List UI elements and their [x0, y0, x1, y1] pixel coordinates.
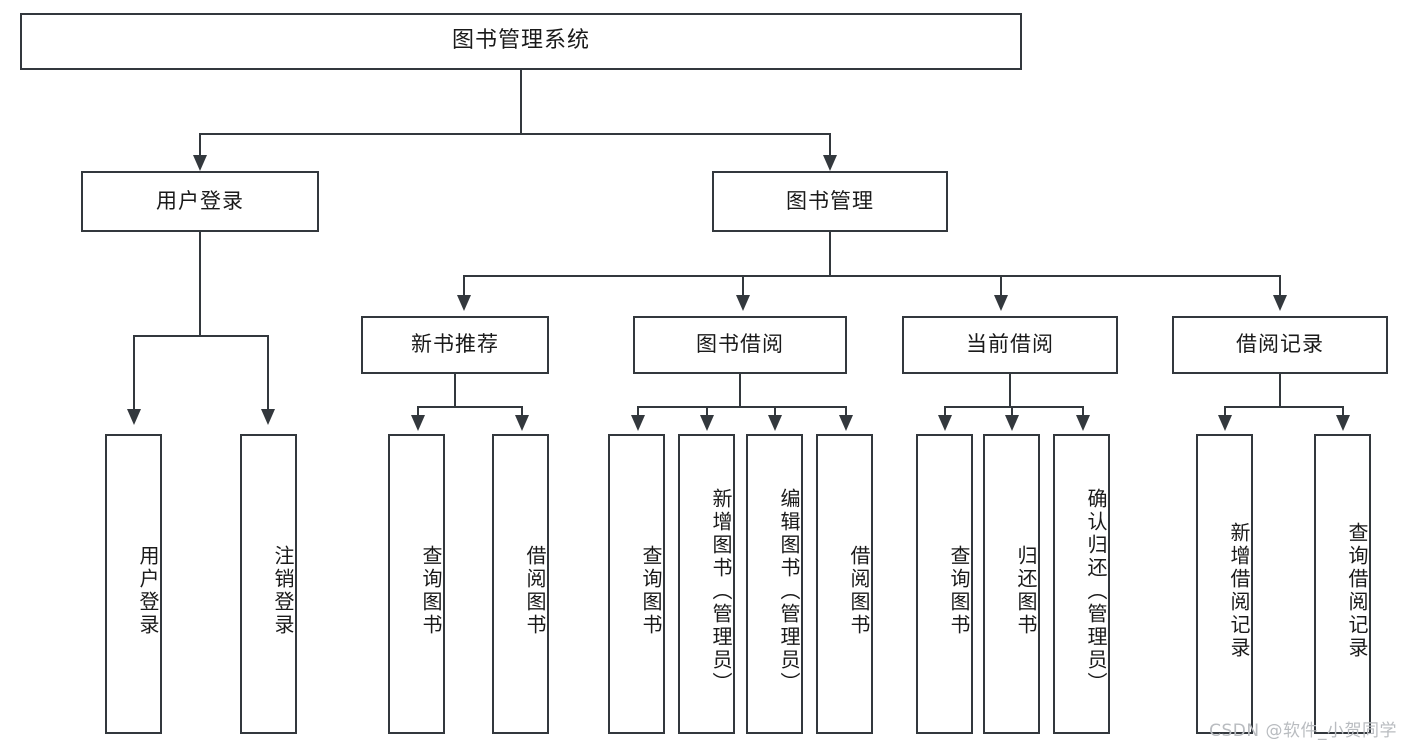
leaf-br-query-record[interactable]: 查询借阅记录	[1314, 434, 1371, 734]
node-label: 确认归还（管理员）	[1084, 487, 1108, 695]
connector-nbr-stem	[454, 374, 456, 407]
leaf-nbr-borrow-book[interactable]: 借阅图书	[492, 434, 549, 734]
node-label: 借阅记录	[1236, 332, 1324, 357]
arrowhead-cb-3	[1076, 415, 1090, 431]
connector-root-bus	[199, 133, 830, 135]
node-label: 查询图书	[639, 545, 663, 637]
leaf-cb-query-book[interactable]: 查询图书	[916, 434, 973, 734]
arrowhead-br-1	[1218, 415, 1232, 431]
connector-bb-bus	[637, 406, 845, 408]
connector-bm-drop-4	[1279, 275, 1281, 297]
connector-bb-drop-1	[637, 406, 639, 418]
node-label: 用户登录	[156, 188, 244, 213]
connector-bm-drop-1	[463, 275, 465, 297]
connector-bb-stem	[739, 374, 741, 407]
node-label: 查询借阅记录	[1345, 522, 1369, 660]
node-user-login[interactable]: 用户登录	[81, 171, 319, 232]
connector-user-login-drop-1	[133, 335, 135, 411]
connector-br-bus	[1224, 406, 1342, 408]
connector-user-login-bus	[133, 335, 267, 337]
arrowhead-nbr-2	[515, 415, 529, 431]
arrowhead-user-login-2	[261, 409, 275, 425]
leaf-user-login-login[interactable]: 用户登录	[105, 434, 162, 734]
node-label: 新书推荐	[411, 332, 499, 357]
connector-cb-drop-1	[944, 406, 946, 418]
arrowhead-bb-1	[631, 415, 645, 431]
node-book-management[interactable]: 图书管理	[712, 171, 948, 232]
node-label: 用户登录	[136, 545, 160, 637]
node-book-borrow[interactable]: 图书借阅	[633, 316, 847, 374]
arrowhead-bm-3	[994, 295, 1008, 311]
node-new-book-recommend[interactable]: 新书推荐	[361, 316, 549, 374]
connector-cb-drop-2	[1011, 406, 1013, 418]
connector-book-management-bus	[463, 275, 1280, 277]
arrowhead-bm-4	[1273, 295, 1287, 311]
connector-br-drop-2	[1342, 406, 1344, 418]
connector-bb-drop-3	[774, 406, 776, 418]
arrowhead-to-book-management	[823, 155, 837, 171]
connector-br-stem	[1279, 374, 1281, 407]
connector-bm-drop-2	[742, 275, 744, 297]
arrowhead-bb-3	[768, 415, 782, 431]
connector-root-drop-right	[829, 133, 831, 157]
node-current-borrow[interactable]: 当前借阅	[902, 316, 1118, 374]
node-label: 图书管理	[786, 188, 874, 213]
node-label: 当前借阅	[966, 332, 1054, 357]
node-borrow-record[interactable]: 借阅记录	[1172, 316, 1388, 374]
node-label: 图书借阅	[696, 332, 784, 357]
connector-user-login-drop-2	[267, 335, 269, 411]
arrowhead-br-2	[1336, 415, 1350, 431]
node-label: 查询图书	[419, 545, 443, 637]
node-label: 归还图书	[1014, 545, 1038, 637]
connector-br-drop-1	[1224, 406, 1226, 418]
leaf-bb-query-book[interactable]: 查询图书	[608, 434, 665, 734]
arrowhead-cb-2	[1005, 415, 1019, 431]
connector-cb-drop-3	[1082, 406, 1084, 418]
connector-root-stem	[520, 70, 522, 134]
leaf-cb-return-book[interactable]: 归还图书	[983, 434, 1040, 734]
leaf-bb-edit-book-admin[interactable]: 编辑图书（管理员）	[746, 434, 803, 734]
arrowhead-bb-4	[839, 415, 853, 431]
connector-nbr-bus	[417, 406, 521, 408]
leaf-bb-add-book-admin[interactable]: 新增图书（管理员）	[678, 434, 735, 734]
arrowhead-bm-2	[736, 295, 750, 311]
connector-root-drop-left	[199, 133, 201, 157]
node-root-book-management-system[interactable]: 图书管理系统	[20, 13, 1022, 70]
connector-book-management-stem	[829, 232, 831, 276]
connector-cb-stem	[1009, 374, 1011, 407]
node-label: 新增图书（管理员）	[709, 487, 733, 695]
node-label: 注销登录	[271, 545, 295, 637]
arrowhead-bm-1	[457, 295, 471, 311]
connector-bm-drop-3	[1000, 275, 1002, 297]
arrowhead-user-login-1	[127, 409, 141, 425]
leaf-user-login-logout[interactable]: 注销登录	[240, 434, 297, 734]
connector-nbr-drop-1	[417, 406, 419, 418]
arrowhead-nbr-1	[411, 415, 425, 431]
leaf-nbr-query-book[interactable]: 查询图书	[388, 434, 445, 734]
arrowhead-bb-2	[700, 415, 714, 431]
connector-nbr-drop-2	[521, 406, 523, 418]
leaf-bb-borrow-book[interactable]: 借阅图书	[816, 434, 873, 734]
node-label: 查询图书	[947, 545, 971, 637]
leaf-br-add-record[interactable]: 新增借阅记录	[1196, 434, 1253, 734]
connector-user-login-stem	[199, 232, 201, 336]
node-label: 图书管理系统	[451, 28, 590, 54]
node-label: 借阅图书	[523, 545, 547, 637]
leaf-cb-confirm-return-admin[interactable]: 确认归还（管理员）	[1053, 434, 1110, 734]
connector-cb-bus	[944, 406, 1082, 408]
arrowhead-to-user-login	[193, 155, 207, 171]
connector-bb-drop-4	[845, 406, 847, 418]
arrowhead-cb-1	[938, 415, 952, 431]
node-label: 编辑图书（管理员）	[777, 487, 801, 695]
node-label: 借阅图书	[847, 545, 871, 637]
node-label: 新增借阅记录	[1227, 522, 1251, 660]
connector-bb-drop-2	[706, 406, 708, 418]
